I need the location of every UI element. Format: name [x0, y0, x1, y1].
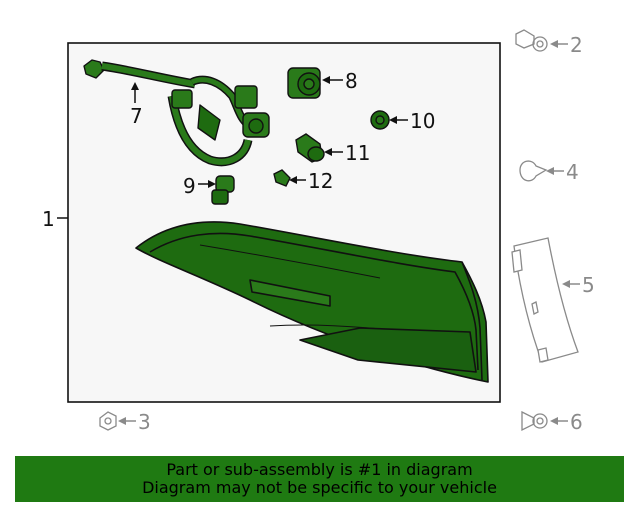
callout-11[interactable]: 11	[345, 141, 370, 165]
arrow-5	[562, 280, 570, 288]
callout-7[interactable]: 7	[130, 104, 143, 128]
callout-12[interactable]: 12	[308, 169, 333, 193]
bulb-large-part[interactable]	[295, 133, 325, 163]
arrow-4	[546, 167, 554, 175]
callout-8[interactable]: 8	[345, 69, 358, 93]
callout-3[interactable]: 3	[138, 410, 151, 434]
footer-line-1: Part or sub-assembly is #1 in diagram	[166, 460, 473, 479]
arrow-6	[550, 417, 558, 425]
callout-10[interactable]: 10	[410, 109, 435, 133]
tail-lamp-lens-part[interactable]	[135, 221, 489, 383]
bracket-part[interactable]	[511, 237, 579, 363]
callout-1[interactable]: 1	[42, 207, 55, 231]
arrow-10	[389, 116, 397, 124]
arrow-3	[118, 417, 126, 425]
callout-4[interactable]: 4	[566, 160, 579, 184]
bolt-part[interactable]	[515, 29, 548, 52]
wiring-harness-part[interactable]	[83, 59, 270, 167]
callout-2[interactable]: 2	[570, 33, 583, 57]
arrow-7	[131, 82, 139, 90]
bulb-round-part[interactable]	[370, 110, 390, 130]
socket-small-part[interactable]	[211, 175, 235, 205]
arrow-8	[322, 76, 330, 84]
callout-5[interactable]: 5	[582, 273, 595, 297]
socket-large-part[interactable]	[287, 67, 321, 99]
arrow-2	[550, 40, 558, 48]
arrow-9	[208, 180, 216, 188]
arrow-12	[289, 176, 297, 184]
clip-part[interactable]	[519, 160, 548, 182]
parts-diagram: 1 7 8 10 11	[42, 29, 595, 434]
screw-part[interactable]	[521, 410, 548, 432]
footer-line-2: Diagram may not be specific to your vehi…	[142, 478, 497, 497]
footer-banner: Part or sub-assembly is #1 in diagram Di…	[15, 456, 624, 502]
arrow-11	[324, 148, 332, 156]
callout-9[interactable]: 9	[183, 174, 196, 198]
nut-part[interactable]	[99, 411, 117, 431]
callout-6[interactable]: 6	[570, 410, 583, 434]
bulb-small-part[interactable]	[273, 169, 291, 187]
